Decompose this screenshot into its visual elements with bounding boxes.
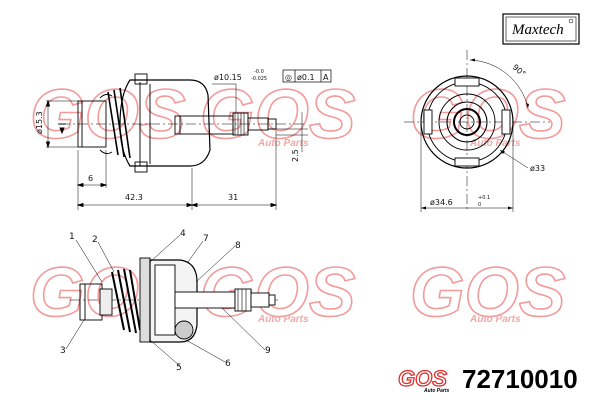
watermark-sub-top-right: Auto Parts bbox=[469, 138, 521, 149]
watermark-bottom-right: GOS bbox=[410, 253, 566, 331]
watermark-sub-top-center: Auto Parts bbox=[257, 138, 309, 149]
callout-2: 2 bbox=[92, 235, 98, 245]
watermark-sub-bottom-right: Auto Parts bbox=[469, 314, 521, 325]
dim-diameter-33: ø33 bbox=[530, 164, 545, 173]
footer: GOS Auto Parts 72710010 bbox=[397, 364, 578, 394]
tolerance-value: ø0.1 bbox=[297, 73, 315, 82]
callout-7: 7 bbox=[203, 234, 209, 244]
callout-4: 4 bbox=[180, 229, 186, 239]
dim-diameter-10-15: ø10.15 bbox=[214, 73, 242, 82]
dim-length-6: 6 bbox=[88, 174, 93, 183]
side-view bbox=[45, 69, 332, 210]
dim-length-31: 31 bbox=[228, 193, 238, 202]
part-number: 72710010 bbox=[462, 364, 578, 394]
dim-diameter-34-6-lower: 0 bbox=[478, 202, 481, 208]
dim-diameter-10-15-upper: -0.0 bbox=[254, 69, 264, 75]
callout-1: 1 bbox=[69, 232, 75, 242]
side-view-labels: ø15.3 6 42.3 31 2.5 ø10.15 -0.0 -0.025 ◎… bbox=[35, 69, 329, 202]
dim-diameter-34-6-upper: +0.1 bbox=[478, 195, 490, 201]
dim-length-2-5: 2.5 bbox=[291, 149, 300, 162]
dim-diameter-10-15-lower: -0.025 bbox=[251, 76, 267, 82]
section-view bbox=[65, 234, 280, 367]
maxtech-logo-text: Maxtech bbox=[511, 22, 564, 38]
dim-diameter-34-6: ø34.6 bbox=[430, 198, 453, 207]
watermark-top-center: GOS bbox=[200, 75, 356, 153]
watermark-top-left: GOS bbox=[30, 75, 186, 153]
tolerance-datum: A bbox=[323, 73, 329, 82]
callout-9: 9 bbox=[265, 346, 271, 356]
callout-5: 5 bbox=[176, 363, 182, 373]
callout-3: 3 bbox=[60, 346, 66, 356]
footer-brand-sub: Auto Parts bbox=[423, 388, 450, 394]
tolerance-symbol: ◎ bbox=[285, 73, 292, 82]
dim-length-42-3: 42.3 bbox=[125, 193, 143, 202]
callout-6: 6 bbox=[225, 359, 231, 369]
callout-8: 8 bbox=[235, 241, 241, 251]
dim-diameter-15-3: ø15.3 bbox=[35, 111, 44, 134]
watermark-sub-bottom-center: Auto Parts bbox=[257, 314, 309, 325]
maxtech-logo: Maxtech bbox=[502, 13, 580, 45]
footer-brand-mark: GOS bbox=[398, 366, 447, 391]
callout-labels: 1 2 3 4 5 6 7 8 9 bbox=[60, 229, 271, 373]
end-view bbox=[404, 50, 550, 212]
